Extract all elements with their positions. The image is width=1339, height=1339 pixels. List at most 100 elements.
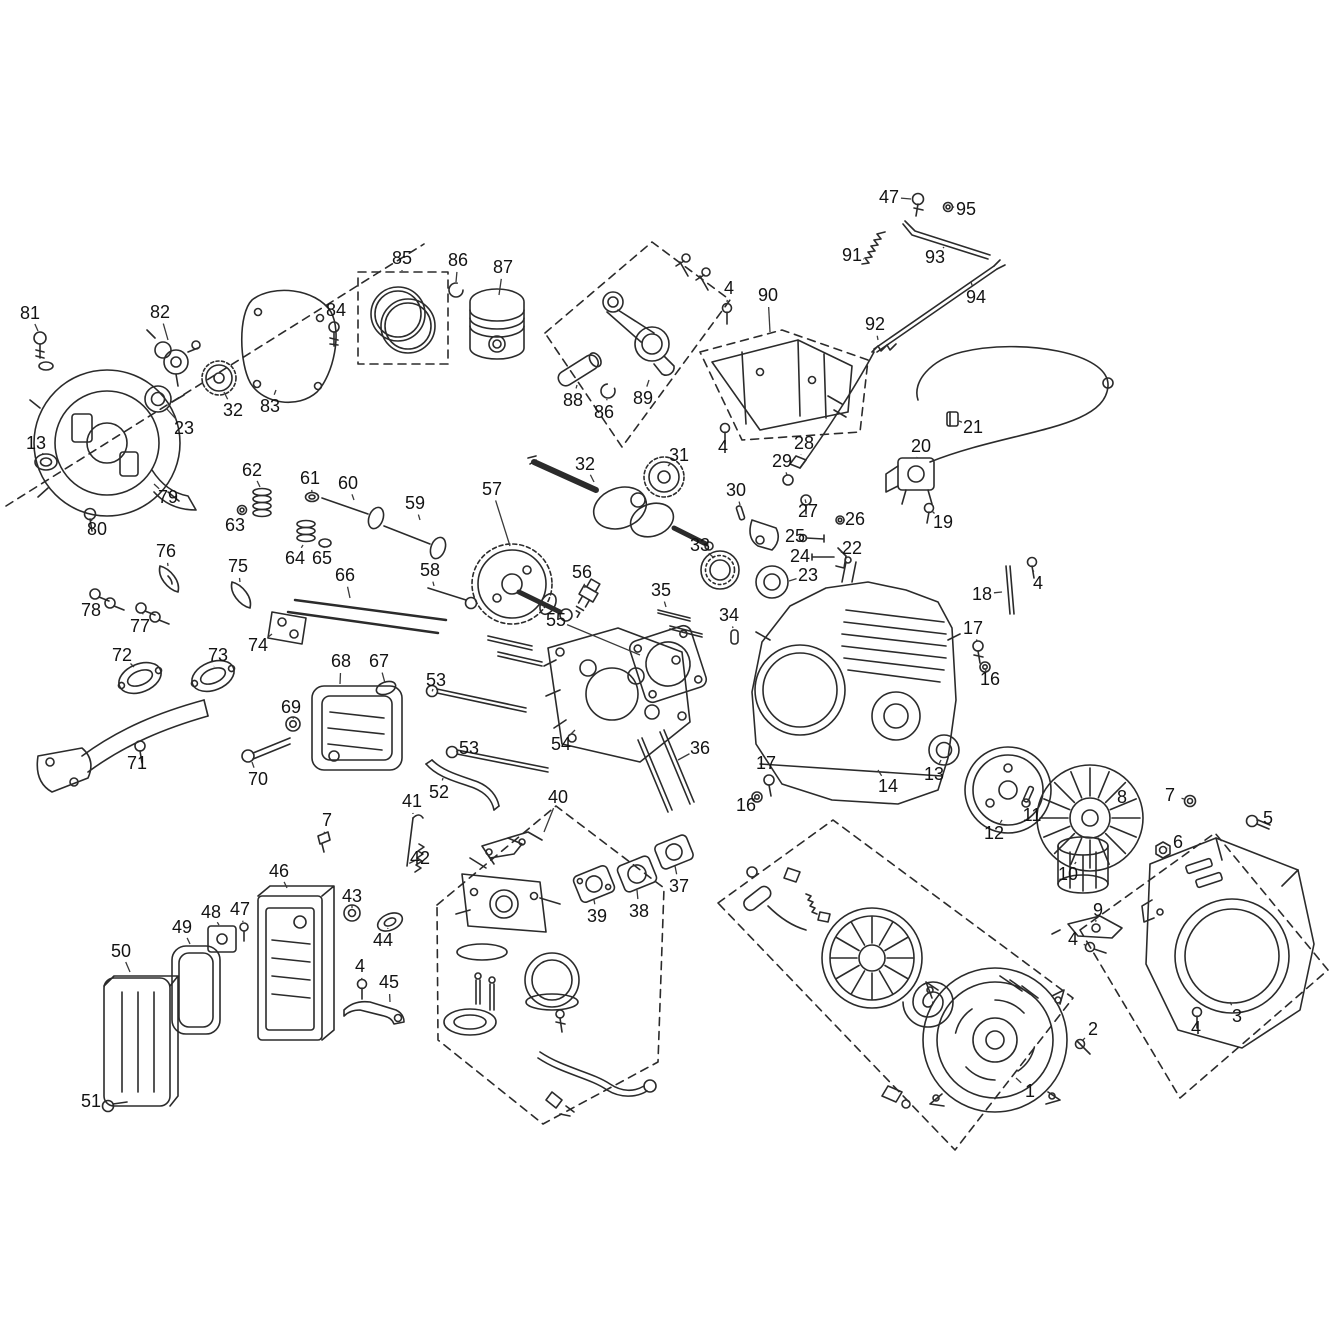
friction-plate-9 xyxy=(1051,915,1123,939)
air-cleaner-case-46 xyxy=(257,885,335,1041)
washer-13-left xyxy=(34,453,58,471)
bolt-5 xyxy=(1245,814,1271,830)
governor-small-parts xyxy=(735,455,847,569)
washer-16-left xyxy=(751,791,763,803)
part-label-52: 52 xyxy=(429,782,449,802)
part-label-4: 4 xyxy=(355,956,365,976)
governor-linkage-top xyxy=(799,192,1006,469)
part-label-58: 58 xyxy=(420,560,440,580)
part-label-72: 72 xyxy=(112,645,132,665)
leader-line-14 xyxy=(877,769,883,777)
gear-32 xyxy=(201,360,237,396)
leader-line-90 xyxy=(767,306,771,333)
leader-line-81 xyxy=(34,323,39,332)
leader-line-18 xyxy=(993,591,1003,594)
bracket-45 xyxy=(343,1000,405,1025)
gasket-44 xyxy=(376,912,404,932)
leader-line-7 xyxy=(1181,797,1185,800)
air-cleaner-cover-50 xyxy=(103,975,179,1107)
leader-line-16 xyxy=(753,797,756,800)
part-label-32: 32 xyxy=(223,400,243,420)
part-label-4: 4 xyxy=(718,437,728,457)
part-label-88: 88 xyxy=(563,390,583,410)
part-label-86: 86 xyxy=(594,402,614,422)
part-label-32: 32 xyxy=(575,454,595,474)
part-label-69: 69 xyxy=(281,697,301,717)
rod-spring-42 xyxy=(414,843,425,873)
valve-spring-62 xyxy=(252,487,272,518)
part-label-24: 24 xyxy=(790,546,810,566)
pin-clip-86a xyxy=(448,282,464,298)
starter-cup-10 xyxy=(1057,836,1109,894)
leader-line-64 xyxy=(300,544,304,549)
spark-plug-56 xyxy=(575,578,601,618)
recoil-pulley-12 xyxy=(964,746,1052,834)
leader-line-12 xyxy=(999,819,1003,824)
leader-line-38 xyxy=(636,889,639,900)
leader-line-94 xyxy=(970,281,973,286)
bolt-19 xyxy=(923,502,935,524)
leader-line-46 xyxy=(283,881,288,889)
bolt-4-near-stud xyxy=(1026,556,1038,579)
dowel-pin-34 xyxy=(730,629,739,645)
head-studs-short xyxy=(487,635,543,667)
bolt-51 xyxy=(101,1099,128,1113)
part-label-7: 7 xyxy=(322,810,332,830)
part-label-95: 95 xyxy=(956,199,976,219)
spark-plug-lead-wire xyxy=(916,345,1114,463)
leader-line-92 xyxy=(876,335,879,341)
choke-rod-41 xyxy=(406,814,424,867)
intake-pipe-72 xyxy=(36,699,209,793)
gasket-73 xyxy=(190,659,236,693)
part-label-74: 74 xyxy=(248,635,268,655)
leader-line-80 xyxy=(90,518,93,522)
filter-element-49 xyxy=(171,945,221,1035)
part-label-11: 11 xyxy=(1023,805,1042,825)
part-label-17: 17 xyxy=(963,618,983,638)
leader-line-23 xyxy=(788,577,797,582)
leader-line-72 xyxy=(130,663,135,668)
part-label-53: 53 xyxy=(459,738,479,758)
gasket-72 xyxy=(117,661,163,695)
part-label-65: 65 xyxy=(312,548,332,568)
leader-line-36 xyxy=(677,753,690,761)
bolt-4-shroud-top xyxy=(721,302,733,325)
leader-line-47 xyxy=(900,197,912,200)
leader-line-50 xyxy=(125,961,131,973)
part-label-13: 13 xyxy=(26,433,46,453)
carb-spacer-38 xyxy=(616,855,658,893)
leader-line-13 xyxy=(41,452,44,455)
leader-line-1 xyxy=(1015,1077,1022,1084)
part-label-23: 23 xyxy=(798,565,818,585)
part-label-86: 86 xyxy=(448,250,468,270)
leader-line-60 xyxy=(351,494,355,501)
piston-pin-88 xyxy=(557,352,602,387)
oil-seal-23b xyxy=(755,565,789,599)
part-label-64: 64 xyxy=(285,548,305,568)
part-label-3: 3 xyxy=(1232,1006,1242,1026)
part-label-34: 34 xyxy=(719,605,739,625)
part-label-26: 26 xyxy=(845,509,865,529)
part-label-46: 46 xyxy=(269,861,289,881)
part-label-4: 4 xyxy=(724,278,734,298)
pin-clip-86b xyxy=(600,383,616,399)
part-label-92: 92 xyxy=(865,314,885,334)
bearing-23 xyxy=(144,385,172,413)
part-label-50: 50 xyxy=(111,941,131,961)
starter-handle xyxy=(743,885,807,931)
leader-line-62 xyxy=(256,480,261,488)
part-label-81: 81 xyxy=(20,303,40,323)
nut-6 xyxy=(1155,841,1171,859)
part-label-83: 83 xyxy=(260,396,280,416)
push-rods-66 xyxy=(286,598,448,635)
part-label-39: 39 xyxy=(587,906,607,926)
part-label-76: 76 xyxy=(156,541,176,561)
part-label-1: 1 xyxy=(1025,1081,1035,1101)
flywheel-housing xyxy=(29,369,197,517)
leader-line-32 xyxy=(589,474,595,483)
leader-line-37 xyxy=(674,865,678,875)
crankcase-cylinder-block-14 xyxy=(751,556,961,805)
screw-2 xyxy=(1074,1038,1091,1055)
